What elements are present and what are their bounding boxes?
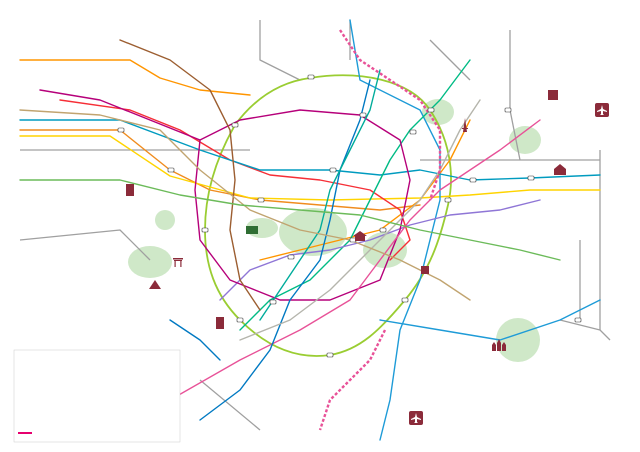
building-icon bbox=[149, 280, 161, 289]
hibiya-line bbox=[239, 99, 481, 341]
shrine-icon bbox=[353, 231, 367, 241]
asakusa-line bbox=[169, 119, 541, 401]
station-marker bbox=[269, 299, 277, 305]
park-areas bbox=[128, 99, 541, 362]
station-marker bbox=[409, 129, 417, 135]
station-marker bbox=[329, 167, 337, 173]
jr-line bbox=[19, 229, 151, 261]
keiyo-line bbox=[379, 299, 601, 341]
building-icon bbox=[554, 164, 566, 175]
ginza-line bbox=[19, 59, 251, 96]
park-area bbox=[155, 210, 175, 230]
jr-line bbox=[259, 20, 301, 81]
mita-line bbox=[199, 79, 371, 421]
station-marker bbox=[427, 107, 435, 113]
station-marker bbox=[527, 175, 535, 181]
tower-icon bbox=[462, 118, 468, 132]
shinjuku-line bbox=[19, 179, 561, 261]
park-area bbox=[422, 99, 454, 125]
building-icon bbox=[548, 90, 558, 100]
marunouchi-line bbox=[59, 99, 411, 261]
oedo-line-branch bbox=[39, 89, 201, 141]
station-marker bbox=[326, 352, 334, 358]
station-marker bbox=[307, 74, 315, 80]
hanzomon-line bbox=[219, 199, 541, 301]
yurakucho-line bbox=[19, 109, 471, 301]
torii-gate-icon bbox=[173, 258, 183, 267]
station-marker bbox=[257, 197, 265, 203]
jr-line bbox=[199, 379, 261, 431]
castle-icon bbox=[492, 339, 506, 351]
legend-box bbox=[13, 349, 181, 443]
building-icon bbox=[216, 317, 224, 329]
legend bbox=[13, 349, 181, 443]
station-marker bbox=[444, 197, 452, 203]
namboku-line bbox=[259, 69, 381, 321]
station-marker bbox=[469, 177, 477, 183]
jr-line bbox=[559, 319, 611, 341]
mita-line-south bbox=[169, 319, 221, 361]
station-markers bbox=[117, 74, 582, 358]
park-area bbox=[128, 246, 172, 278]
building-icon bbox=[126, 184, 134, 196]
station-marker bbox=[167, 167, 175, 173]
dashed-rail-line bbox=[339, 29, 442, 201]
station-marker bbox=[231, 122, 239, 128]
station-marker bbox=[236, 317, 244, 323]
landmarks bbox=[126, 90, 609, 425]
legend-swatch-pink bbox=[18, 432, 32, 434]
keihin-line bbox=[349, 19, 441, 441]
station-marker bbox=[359, 112, 367, 118]
tozai-line bbox=[19, 119, 601, 181]
station-marker bbox=[201, 227, 209, 233]
station-marker bbox=[504, 107, 512, 113]
airplane-icon bbox=[595, 103, 609, 117]
building-icon bbox=[246, 226, 258, 234]
metro-lines bbox=[19, 19, 601, 441]
station-marker bbox=[401, 297, 409, 303]
jr-line bbox=[429, 39, 471, 81]
chuo-line bbox=[19, 129, 421, 211]
dashed-rail-line-south bbox=[318, 329, 387, 431]
park-area bbox=[496, 318, 540, 362]
station-marker bbox=[287, 254, 295, 260]
building-icon bbox=[421, 266, 429, 274]
airplane-icon bbox=[409, 411, 423, 425]
station-marker bbox=[574, 317, 582, 323]
oedo-line bbox=[194, 109, 411, 301]
station-marker bbox=[117, 127, 125, 133]
fukutoshin-line bbox=[119, 39, 261, 311]
station-marker bbox=[379, 227, 387, 233]
sobu-line bbox=[19, 135, 601, 201]
